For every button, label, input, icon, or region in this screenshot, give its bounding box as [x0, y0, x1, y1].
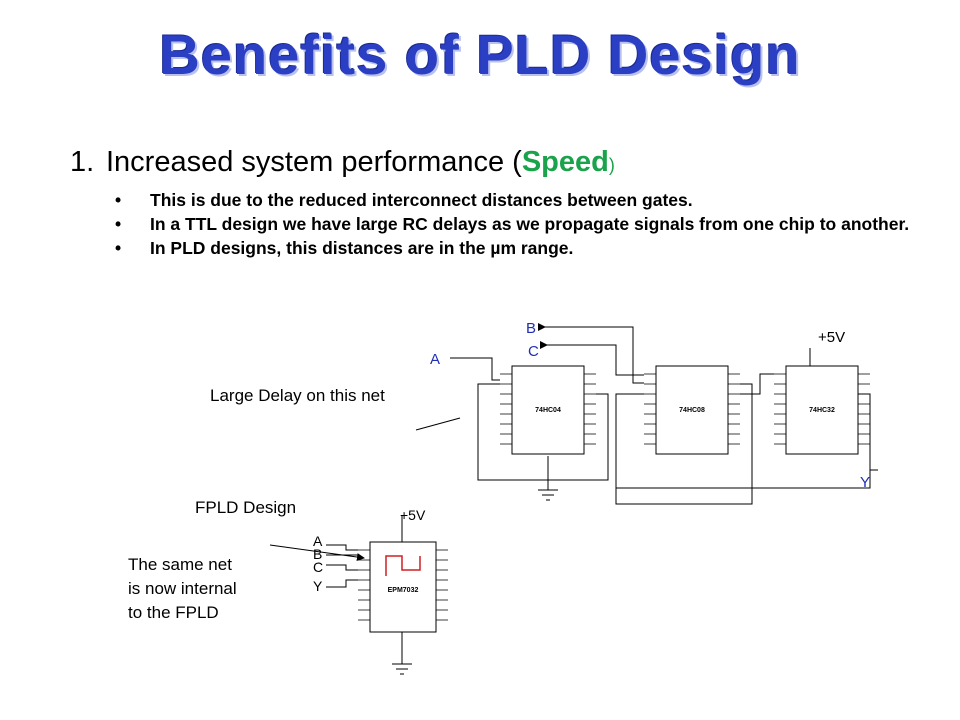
chip-74hc04: [511, 365, 585, 455]
signal-y-label: Y: [860, 474, 870, 491]
bullet-item: In a TTL design we have large RC delays …: [115, 212, 915, 236]
point-emphasis: Speed: [521, 146, 609, 178]
slide-title: Benefits of PLD Design: [159, 23, 801, 86]
chip-74hc32: [785, 365, 859, 455]
signal-a-label: A: [430, 351, 440, 368]
fpld-supply-label: +5V: [400, 507, 426, 523]
chip3-label: 74HC32: [809, 407, 835, 414]
fpld-signal-a-label: A: [313, 533, 323, 549]
chip1-label: 74HC04: [535, 407, 561, 414]
signal-b-label: B: [526, 320, 536, 337]
point-heading: 1. Increased system performance (Speed): [70, 146, 615, 179]
chip2-label: 74HC08: [679, 407, 705, 414]
wire-a: [450, 357, 500, 381]
fpld-chip-label: EPM7032: [388, 587, 419, 594]
fpld-signal-labels: A B C Y: [313, 533, 323, 594]
fpld-signal-b-label: B: [313, 546, 322, 562]
bullet-item: In PLD designs, this distances are in th…: [115, 236, 915, 260]
point-text: Increased system performance (: [106, 146, 522, 178]
fpld-signal-c-label: C: [313, 559, 323, 575]
ttl-chip-labels: 74HC04 74HC08 74HC32: [535, 407, 835, 414]
same-net-line: to the FPLD: [128, 603, 219, 622]
point-number: 1.: [70, 146, 95, 178]
same-net-line: is now internal: [128, 579, 237, 598]
large-delay-label: Large Delay on this net: [210, 386, 385, 405]
chip-74hc08: [655, 365, 729, 455]
same-net-note: The same net is now internal to the FPLD: [128, 553, 237, 625]
fpld-schematic: [269, 516, 448, 675]
bullet-list: This is due to the reduced interconnect …: [115, 188, 915, 260]
fpld-signal-y-label: Y: [313, 578, 323, 594]
ttl-schematic: [415, 323, 878, 505]
point-close: ): [608, 155, 615, 175]
signal-c-label: C: [528, 343, 539, 360]
bullet-item: This is due to the reduced interconnect …: [115, 188, 915, 212]
chip-epm7032: [369, 541, 437, 633]
ttl-signal-labels: A B C Y: [430, 320, 870, 491]
same-net-line: The same net: [128, 555, 232, 574]
fpld-design-label: FPLD Design: [195, 498, 297, 517]
ttl-supply-label: +5V: [818, 329, 845, 346]
